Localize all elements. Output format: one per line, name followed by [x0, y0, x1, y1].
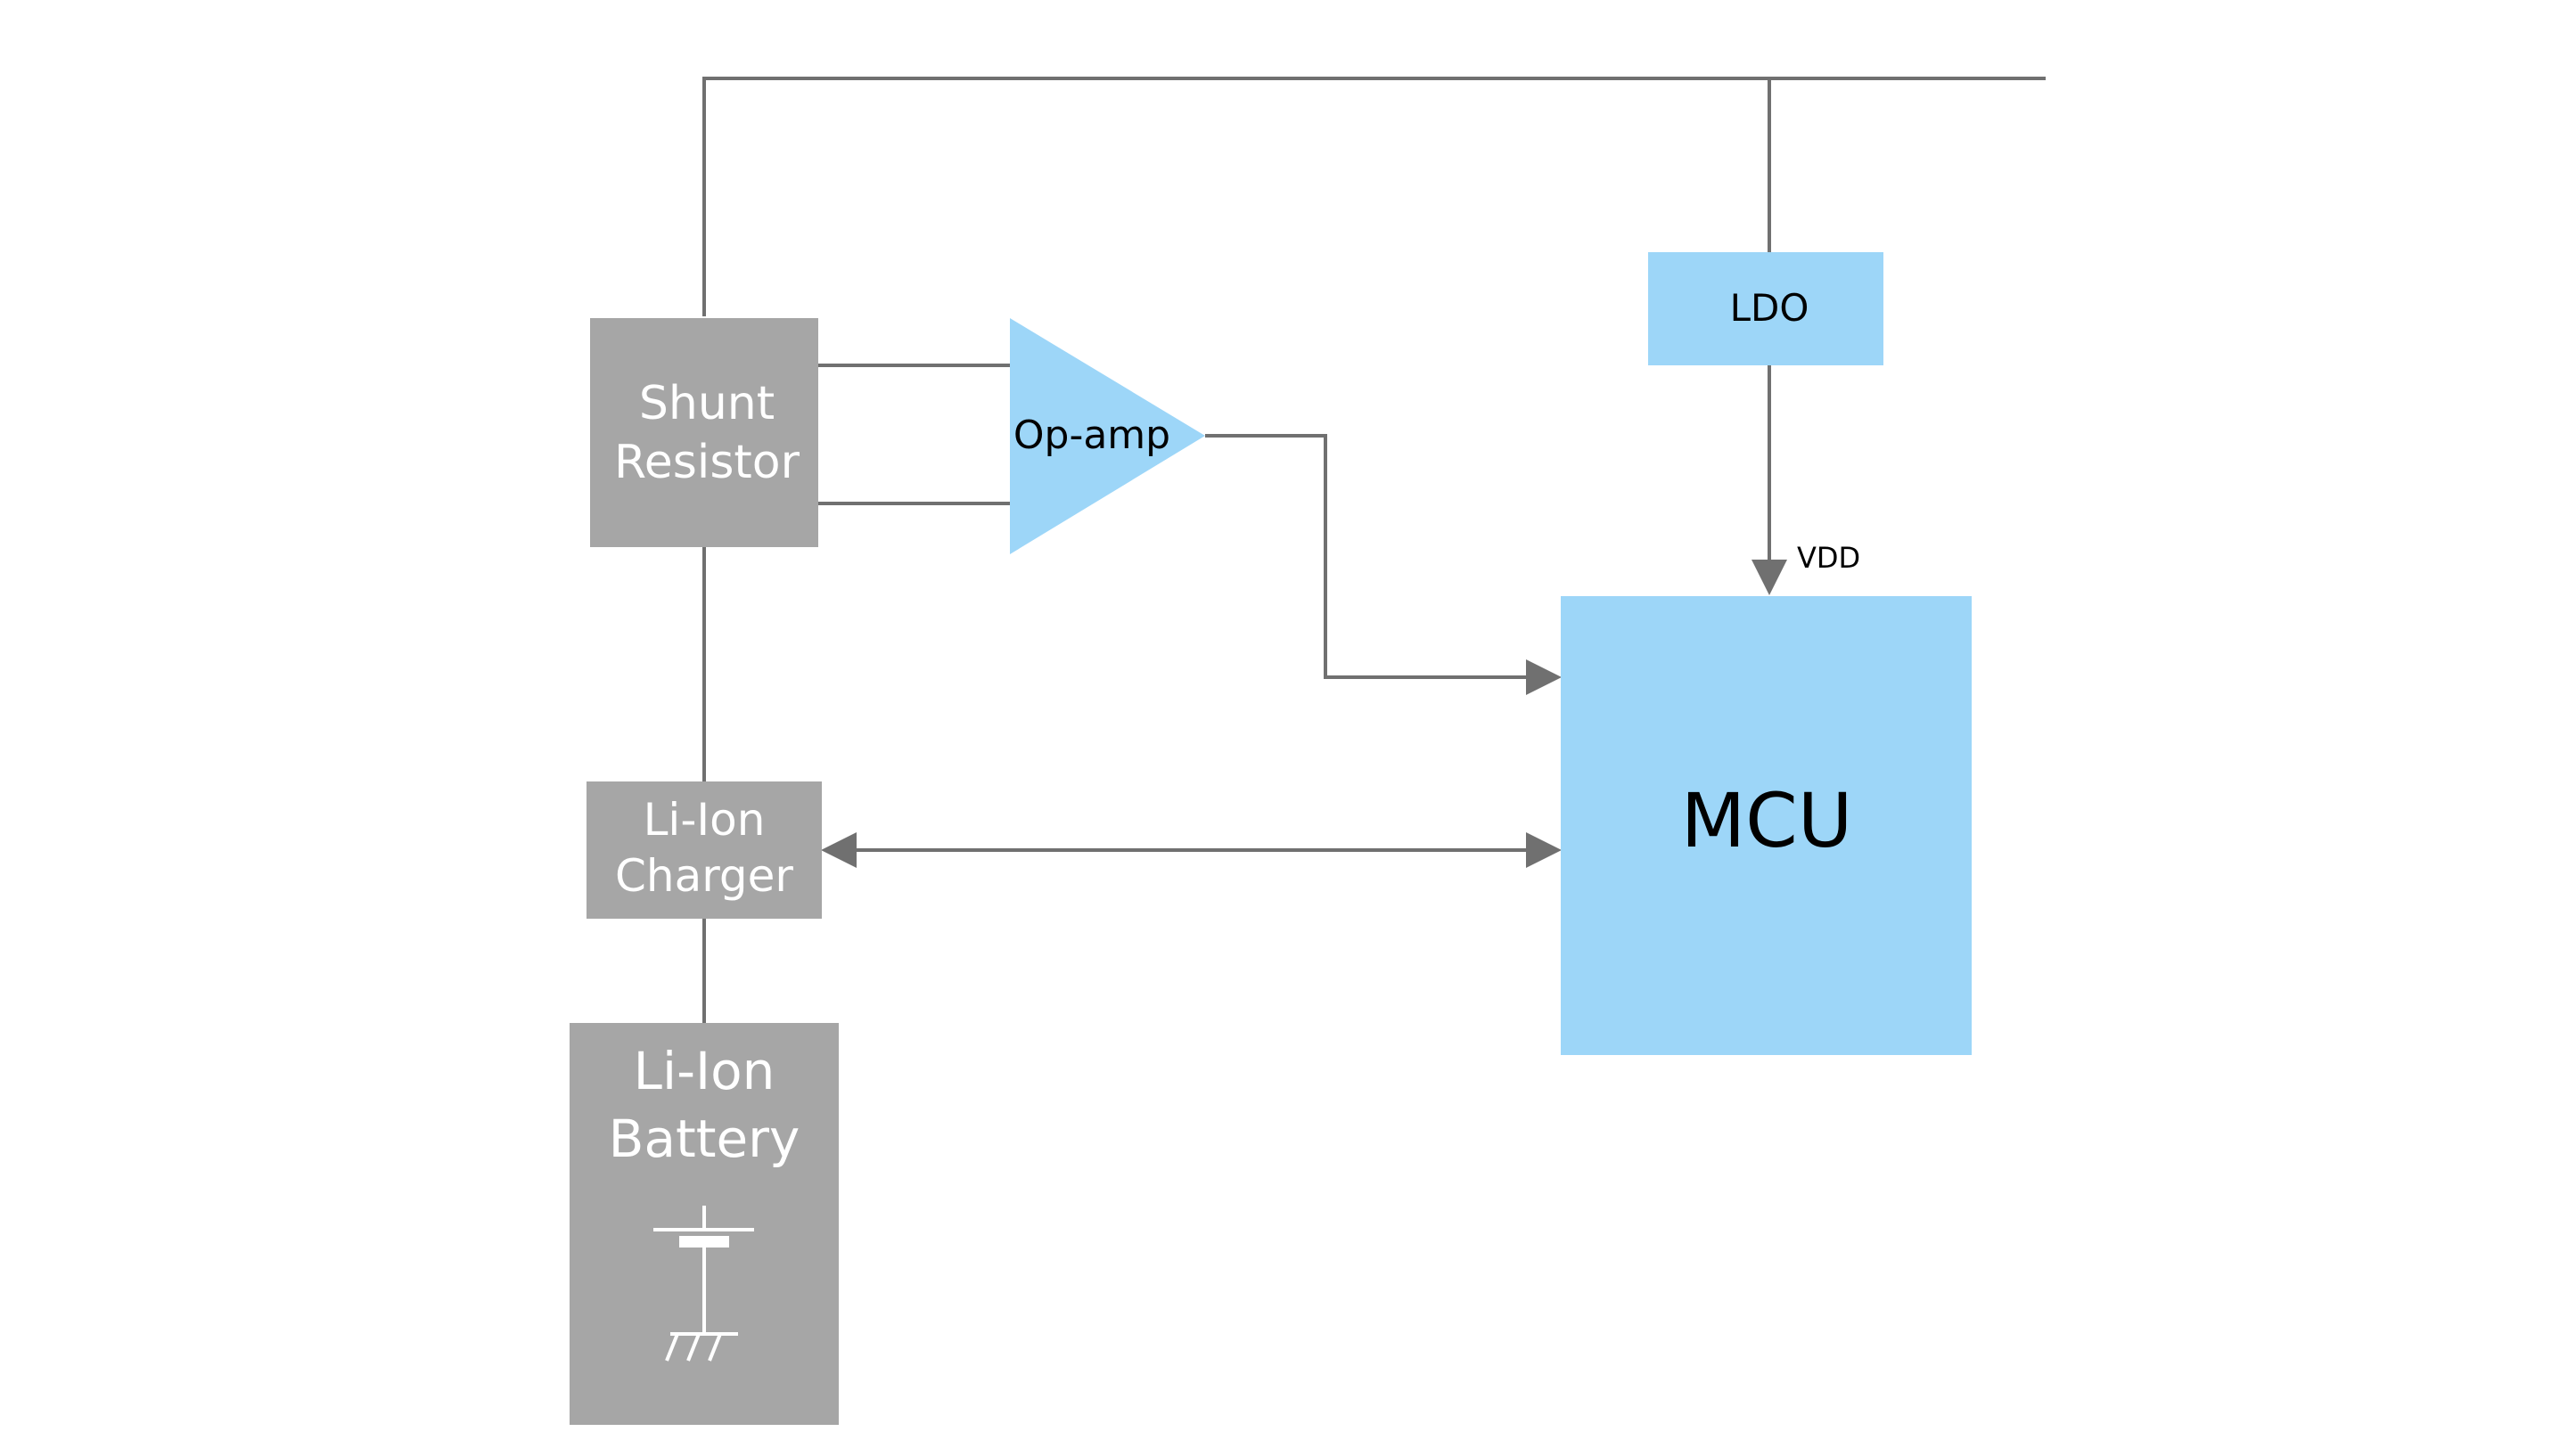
ldo-label: LDO — [1730, 286, 1809, 330]
battery-ground-symbol-icon — [653, 1206, 754, 1362]
charger-label-line1: Li-Ion — [644, 794, 766, 846]
op-amp-label: Op-amp — [1013, 413, 1170, 458]
li-ion-battery-block: Li-Ion Battery — [570, 1023, 839, 1425]
ldo-block: LDO — [1648, 252, 1883, 365]
mcu-block: MCU — [1561, 596, 1972, 1055]
battery-label-line1: Li-Ion — [634, 1041, 775, 1101]
shunt-resistor-label-line1: Shunt — [639, 377, 775, 430]
shunt-resistor-block: Shunt Resistor — [590, 318, 818, 547]
li-ion-charger-block: Li-Ion Charger — [587, 781, 822, 919]
top-power-rail — [702, 77, 2046, 316]
op-amp-block: Op-amp — [1010, 318, 1205, 554]
battery-label-line2: Battery — [609, 1108, 800, 1169]
wires — [702, 77, 2046, 1023]
charger-label-line2: Charger — [615, 850, 793, 902]
shunt-resistor-label-line2: Resistor — [614, 436, 800, 489]
opamp-to-mcu-arrow — [1205, 434, 1562, 695]
vdd-label: VDD — [1797, 541, 1860, 575]
mcu-label: MCU — [1681, 777, 1853, 864]
